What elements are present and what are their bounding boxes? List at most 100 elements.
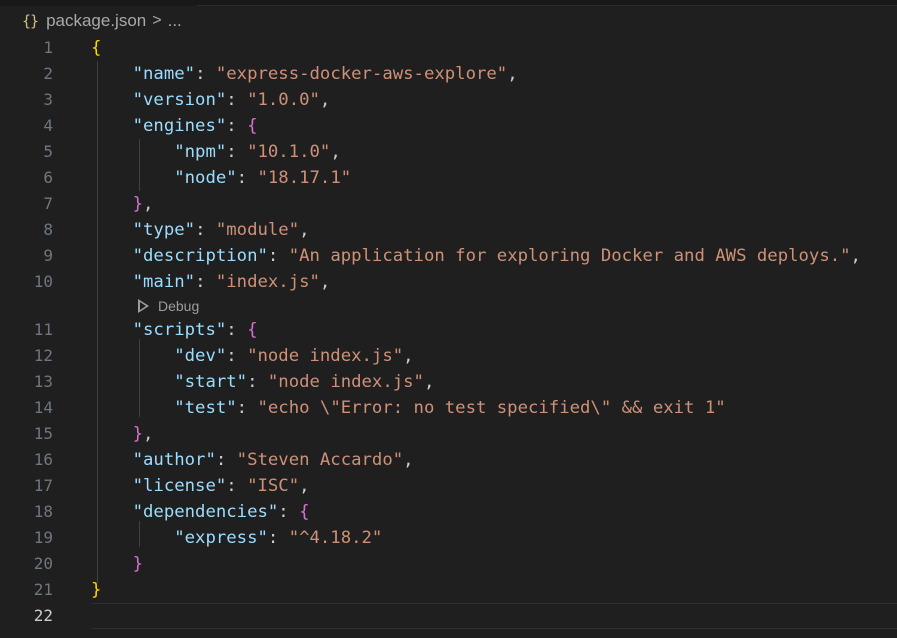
code-text[interactable]: "name": "express-docker-aws-explore", xyxy=(91,61,518,87)
line-number: 17 xyxy=(33,476,53,495)
code-token: "express-docker-aws-explore" xyxy=(215,64,508,84)
tab-bar-border xyxy=(197,5,897,6)
code-token xyxy=(91,528,174,548)
line-number: 5 xyxy=(43,142,53,161)
code-text[interactable]: }, xyxy=(91,421,154,447)
code-token: { xyxy=(91,38,102,58)
code-line[interactable]: 18 "dependencies": { xyxy=(0,499,897,525)
code-line[interactable]: 8 "type": "module", xyxy=(0,217,897,243)
code-line[interactable]: 21} xyxy=(0,577,897,603)
code-text[interactable]: "node": "18.17.1" xyxy=(91,165,351,191)
code-line[interactable]: 22 xyxy=(0,603,897,629)
code-line[interactable]: 11 "scripts": { xyxy=(0,317,897,343)
code-token: "echo \"Error: no test specified\" && ex… xyxy=(257,398,726,418)
code-token: , xyxy=(143,194,154,214)
code-text[interactable]: "start": "node index.js", xyxy=(91,369,434,395)
code-line[interactable]: 1{ xyxy=(0,35,897,61)
code-token: "main" xyxy=(132,272,196,292)
code-line[interactable]: 14 "test": "echo \"Error: no test specif… xyxy=(0,395,897,421)
code-line[interactable]: 3 "version": "1.0.0", xyxy=(0,87,897,113)
line-number: 4 xyxy=(43,116,53,135)
code-token: , xyxy=(330,142,341,162)
code-line[interactable]: 19 "express": "^4.18.2" xyxy=(0,525,897,551)
code-line[interactable]: 13 "start": "node index.js", xyxy=(0,369,897,395)
code-text[interactable]: } xyxy=(91,551,143,577)
code-text[interactable]: "type": "module", xyxy=(91,217,310,243)
code-token: , xyxy=(507,64,518,84)
code-token: "version" xyxy=(132,90,227,110)
code-token: "license" xyxy=(132,476,227,496)
line-number: 6 xyxy=(43,168,53,187)
code-text[interactable]: "main": "index.js", xyxy=(91,269,331,295)
code-line[interactable]: 9 "description": "An application for exp… xyxy=(0,243,897,269)
indent-guide xyxy=(139,339,140,417)
code-text[interactable]: "dev": "node index.js", xyxy=(91,343,414,369)
code-line[interactable]: 16 "author": "Steven Accardo", xyxy=(0,447,897,473)
debug-label: Debug xyxy=(158,298,200,314)
code-text[interactable]: } xyxy=(91,577,101,603)
line-number: 13 xyxy=(33,372,53,391)
code-token: , xyxy=(319,272,331,292)
code-token: , xyxy=(403,346,414,366)
code-token: "test" xyxy=(174,398,237,418)
line-number: 7 xyxy=(43,194,53,213)
tab-bar-edge xyxy=(0,0,897,6)
indent-guide xyxy=(139,521,140,547)
code-text[interactable]: }, xyxy=(91,191,154,217)
code-text[interactable]: "description": "An application for explo… xyxy=(91,243,861,269)
breadcrumb-more[interactable]: ... xyxy=(167,11,182,30)
line-number: 15 xyxy=(33,424,53,443)
code-token: : xyxy=(226,142,248,162)
code-line[interactable]: 2 "name": "express-docker-aws-explore", xyxy=(0,61,897,87)
code-token: "node" xyxy=(174,168,237,188)
code-token: , xyxy=(143,424,154,444)
code-token: "name" xyxy=(132,64,196,84)
code-token: "ISC" xyxy=(247,476,300,496)
code-line[interactable]: 4 "engines": { xyxy=(0,113,897,139)
breadcrumb-file[interactable]: package.json xyxy=(46,11,147,30)
code-token: "Steven Accardo" xyxy=(236,450,404,470)
code-token: "dependencies" xyxy=(132,502,279,522)
code-lines[interactable]: 1{2 "name": "express-docker-aws-explore"… xyxy=(0,35,897,629)
code-text[interactable]: "author": "Steven Accardo", xyxy=(91,447,414,473)
code-line[interactable]: 6 "node": "18.17.1" xyxy=(0,165,897,191)
code-token: : xyxy=(226,346,248,366)
line-number: 21 xyxy=(33,580,53,599)
code-text[interactable]: { xyxy=(91,35,101,61)
debug-codelens[interactable]: Debug xyxy=(138,296,199,316)
code-token: "dev" xyxy=(174,346,227,366)
code-token: } xyxy=(132,554,144,574)
breadcrumb[interactable]: {} package.json > ... xyxy=(22,10,182,32)
code-line[interactable]: 17 "license": "ISC", xyxy=(0,473,897,499)
line-number: 11 xyxy=(33,320,53,339)
line-number: 16 xyxy=(33,450,53,469)
code-line[interactable]: 12 "dev": "node index.js", xyxy=(0,343,897,369)
code-token xyxy=(91,398,174,418)
code-line[interactable]: 7 }, xyxy=(0,191,897,217)
code-token: : xyxy=(247,372,268,392)
code-line[interactable]: 10 "main": "index.js", xyxy=(0,269,897,295)
code-line[interactable]: 5 "npm": "10.1.0", xyxy=(0,139,897,165)
code-token: "18.17.1" xyxy=(257,168,352,188)
code-token: { xyxy=(299,502,310,522)
code-token: "node index.js" xyxy=(267,372,424,392)
code-text[interactable]: "engines": { xyxy=(91,113,258,139)
code-text[interactable]: "scripts": { xyxy=(91,317,258,343)
code-text[interactable]: "dependencies": { xyxy=(91,499,310,525)
code-token: : xyxy=(226,320,248,340)
indent-guide xyxy=(139,139,140,191)
code-token: "module" xyxy=(215,220,300,240)
code-token: : xyxy=(267,246,289,266)
code-line[interactable]: 15 }, xyxy=(0,421,897,447)
code-token: "engines" xyxy=(132,116,227,136)
code-text[interactable]: "version": "1.0.0", xyxy=(91,87,331,113)
code-token: "1.0.0" xyxy=(247,90,320,110)
code-text[interactable]: "npm": "10.1.0", xyxy=(91,139,341,165)
line-number: 10 xyxy=(33,272,53,291)
code-text[interactable]: "test": "echo \"Error: no test specified… xyxy=(91,395,726,421)
code-line[interactable]: 20 } xyxy=(0,551,897,577)
code-text[interactable]: "express": "^4.18.2" xyxy=(91,525,382,551)
code-text[interactable]: "license": "ISC", xyxy=(91,473,310,499)
code-token: , xyxy=(319,90,331,110)
